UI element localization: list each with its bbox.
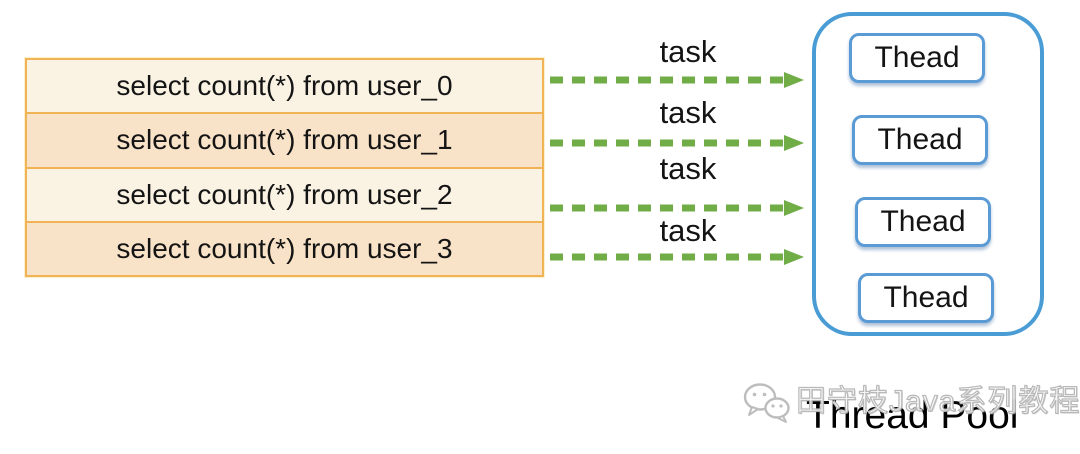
query-stack: select count(*) from user_0 select count… <box>25 58 544 277</box>
task-label: task <box>659 151 717 186</box>
thread-box: Thead <box>855 197 991 247</box>
task-arrows <box>550 72 804 265</box>
watermark-text: 田守枝Java系列教程 <box>795 385 1080 418</box>
query-row: select count(*) from user_1 <box>27 112 542 167</box>
thread-pool-container: Thead Thead Thead Thead <box>812 12 1044 336</box>
task-label: task <box>659 95 717 130</box>
task-label: task <box>659 213 717 248</box>
thread-box: Thead <box>858 273 994 323</box>
thread-box: Thead <box>852 115 988 165</box>
task-label: task <box>659 34 717 69</box>
thread-pool-title: Thread Pool <box>806 394 1019 437</box>
watermark: 田守枝Java系列教程 <box>742 380 1080 426</box>
query-row: select count(*) from user_3 <box>27 220 542 275</box>
query-row: select count(*) from user_0 <box>27 60 542 113</box>
thread-box: Thead <box>849 33 985 83</box>
wechat-icon <box>742 380 792 426</box>
query-row: select count(*) from user_2 <box>27 166 542 221</box>
